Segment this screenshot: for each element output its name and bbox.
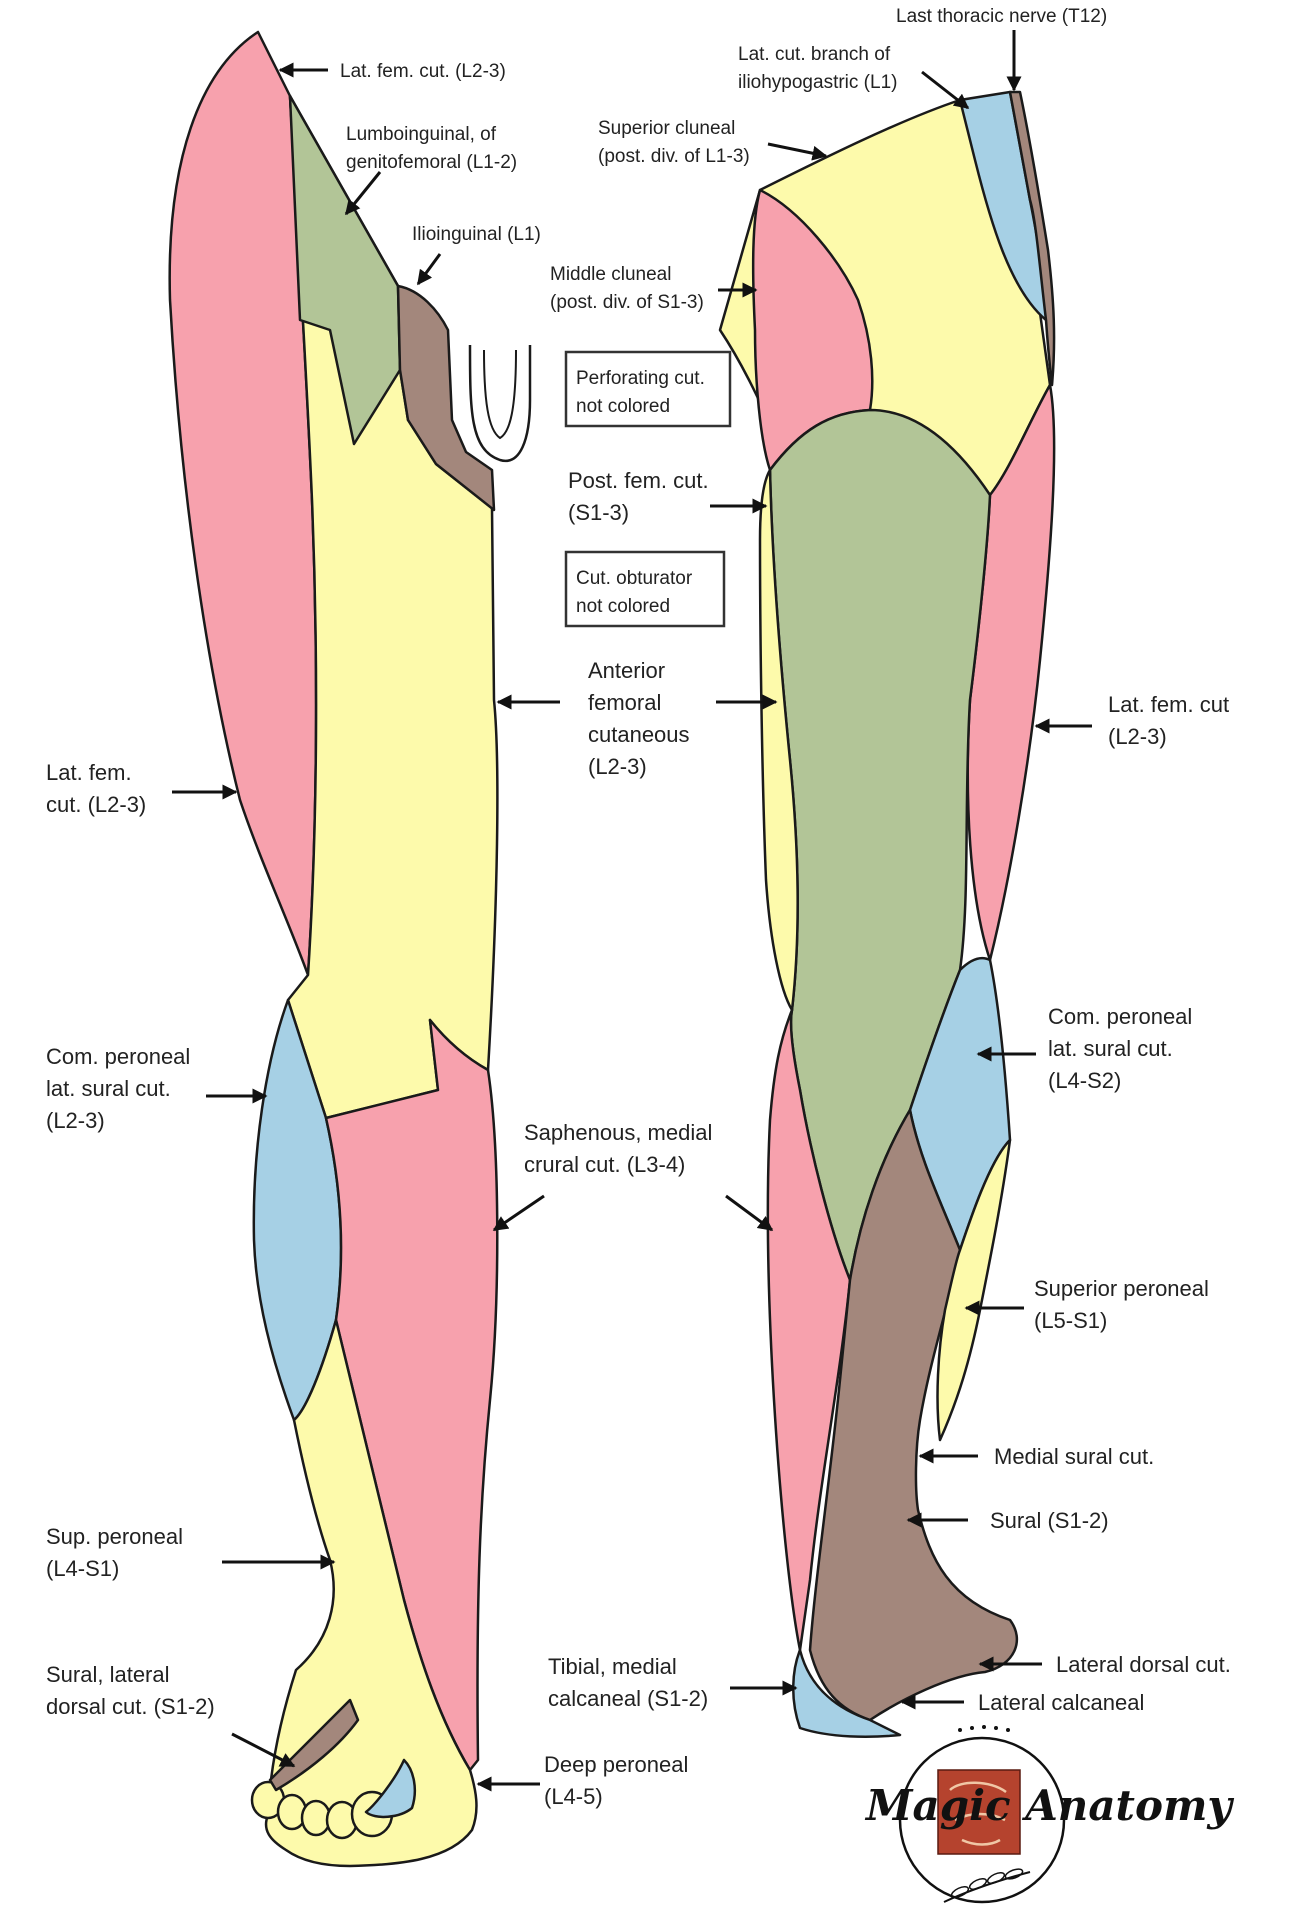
logo-circle: [898, 1736, 1066, 1904]
arrow-ilioinguinal: [416, 253, 442, 286]
label-superior-cluneal-1: Superior cluneal: [598, 118, 735, 139]
face-anatomy-icon-detail: [949, 1781, 1007, 1846]
labels: Lat. fem. cut. (L2-3) Lumboinguinal, of …: [46, 6, 1231, 1809]
label-tibial-1: Tibial, medial: [548, 1654, 677, 1679]
region-deep-peroneal: [364, 1758, 416, 1819]
region-anterior-femoral-posterior: [758, 468, 799, 1012]
region-tibial-calcaneal: [792, 1648, 902, 1738]
label-lat-fem-cut-top: Lat. fem. cut. (L2-3): [340, 61, 506, 82]
label-sural: Sural (S1-2): [990, 1508, 1109, 1533]
arrow-sural-lateral-dorsal: [231, 1732, 296, 1768]
label-middle-cluneal-1: Middle cluneal: [550, 264, 671, 285]
label-sup-peroneal-2: (L4-S1): [46, 1556, 119, 1581]
label-lateral-dorsal: Lateral dorsal cut.: [1056, 1652, 1231, 1677]
perforating-notch: [468, 344, 532, 463]
label-last-thoracic: Last thoracic nerve (T12): [896, 6, 1107, 27]
label-anterior-fem-1: Anterior: [588, 658, 665, 683]
label-lat-cut-branch-1: Lat. cut. branch of: [738, 44, 891, 65]
arrow-superior-cluneal: [767, 142, 828, 161]
label-com-peroneal-right-1: Com. peroneal: [1048, 1004, 1192, 1029]
label-perforating-2: not colored: [576, 396, 670, 417]
region-lumboinguinal: [288, 94, 402, 446]
label-saphenous-1: Saphenous, medial: [524, 1120, 712, 1145]
label-lat-fem-left-2: cut. (L2-3): [46, 792, 146, 817]
perforating-box: [564, 350, 732, 428]
posterior-leg: [718, 90, 1056, 1738]
label-com-peroneal-2: lat. sural cut.: [46, 1076, 171, 1101]
leaf-sprig-icon: [943, 1868, 1031, 1903]
label-obturator-2: not colored: [576, 596, 670, 617]
logo-text: Magic Anatomy: [864, 1781, 1234, 1830]
label-lumboinguinal-1: Lumboinguinal, of: [346, 124, 497, 145]
label-perforating-1: Perforating cut.: [576, 368, 705, 389]
region-sup-peroneal: [264, 1318, 478, 1868]
label-lat-fem-left-1: Lat. fem.: [46, 760, 132, 785]
arrows: [172, 30, 1092, 1792]
label-com-peroneal-1: Com. peroneal: [46, 1044, 190, 1069]
arrow-lat-cut-branch: [921, 70, 970, 110]
anterior-leg: [168, 30, 532, 1868]
label-post-fem-1: Post. fem. cut.: [568, 468, 709, 493]
label-saphenous-2: crural cut. (L3-4): [524, 1152, 685, 1177]
arrow-lumboinguinal: [344, 171, 382, 216]
label-anterior-fem-2: femoral: [588, 690, 661, 715]
region-lat-cut-iliohypogastric: [1008, 90, 1056, 387]
logo-dots: [958, 1725, 1010, 1732]
label-com-peroneal-right-3: (L4-S2): [1048, 1068, 1121, 1093]
label-post-fem-2: (S1-3): [568, 500, 629, 525]
label-tibial-2: calcaneal (S1-2): [548, 1686, 708, 1711]
arrow-saphenous-left: [492, 1194, 545, 1232]
label-middle-cluneal-2: (post. div. of S1-3): [550, 292, 704, 313]
label-com-peroneal-right-2: lat. sural cut.: [1048, 1036, 1173, 1061]
label-lat-cut-branch-2: iliohypogastric (L1): [738, 72, 897, 93]
label-deep-peroneal-1: Deep peroneal: [544, 1752, 688, 1777]
label-ilioinguinal: Ilioinguinal (L1): [412, 224, 541, 245]
label-superior-peroneal-2: (L5-S1): [1034, 1308, 1107, 1333]
label-medial-sural: Medial sural cut.: [994, 1444, 1154, 1469]
label-anterior-fem-3: cutaneous: [588, 722, 690, 747]
perforating-notch-inner: [483, 349, 517, 440]
label-superior-cluneal-2: (post. div. of L1-3): [598, 146, 750, 167]
label-obturator-1: Cut. obturator: [576, 568, 693, 589]
region-sural-lateral-dorsal: [268, 1698, 360, 1792]
label-anterior-fem-4: (L2-3): [588, 754, 647, 779]
label-com-peroneal-3: (L2-3): [46, 1108, 105, 1133]
region-superior-peroneal: [936, 1138, 1012, 1442]
magic-anatomy-logo: Magic Anatomy: [864, 1725, 1234, 1904]
toe-3: [300, 1799, 332, 1837]
label-lat-fem-cut-right-1: Lat. fem. cut: [1108, 692, 1229, 717]
region-sural-calf: [808, 1108, 1019, 1722]
arrow-saphenous-right: [725, 1194, 774, 1232]
label-sup-peroneal-1: Sup. peroneal: [46, 1524, 183, 1549]
label-superior-peroneal-1: Superior peroneal: [1034, 1276, 1209, 1301]
label-lat-fem-cut-right-2: (L2-3): [1108, 724, 1167, 749]
label-lateral-calcaneal: Lateral calcaneal: [978, 1690, 1144, 1715]
label-sural-lateral-1: Sural, lateral: [46, 1662, 170, 1687]
obturator-box: [564, 550, 726, 628]
label-lumboinguinal-2: genitofemoral (L1-2): [346, 152, 517, 173]
label-sural-lateral-2: dorsal cut. (S1-2): [46, 1694, 215, 1719]
label-deep-peroneal-2: (L4-5): [544, 1784, 603, 1809]
region-ilioinguinal: [396, 284, 496, 512]
